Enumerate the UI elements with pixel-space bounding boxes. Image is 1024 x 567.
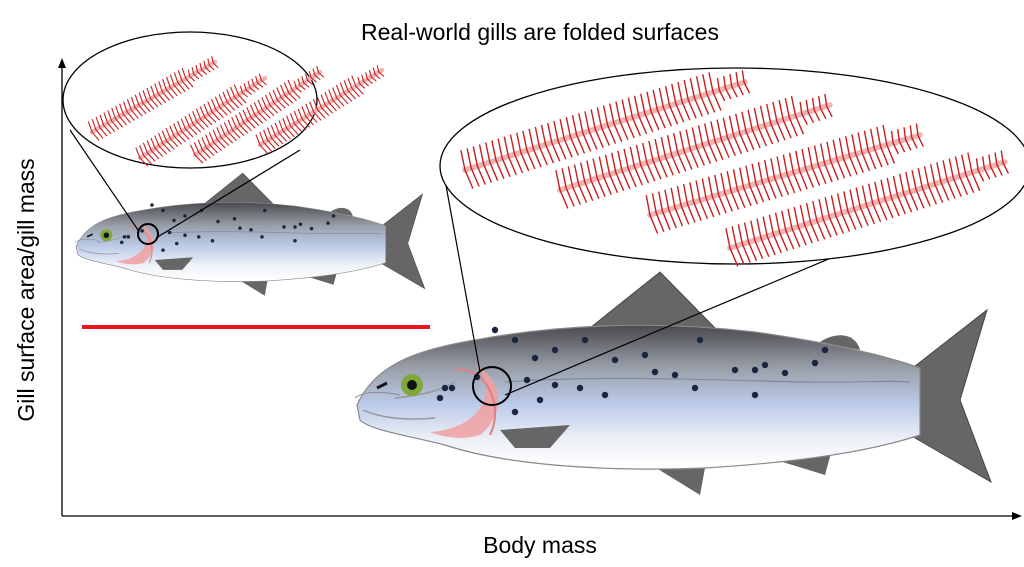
filament-core — [192, 69, 323, 158]
lamellae — [645, 123, 924, 234]
y-axis-arrow — [58, 58, 66, 68]
filament-core — [89, 59, 218, 135]
lamellae — [87, 56, 219, 141]
x-axis-arrow — [1012, 512, 1022, 520]
filament-core — [557, 102, 833, 193]
small-zoom-callout — [62, 31, 385, 245]
filament-core — [462, 79, 748, 173]
small-gill-filaments — [87, 56, 385, 167]
large-gill-ellipse — [439, 67, 1024, 265]
lamellae — [555, 93, 833, 209]
large-gill-filaments — [460, 70, 1010, 267]
lamellae — [135, 73, 267, 167]
large-zoom-callout — [439, 67, 1024, 406]
lamellae — [190, 66, 325, 164]
y-axis-label: Gill surface area/gill mass — [13, 158, 39, 421]
large-fish — [353, 270, 993, 497]
diagram-title: Real-world gills are folded surfaces — [361, 19, 719, 45]
small-gill-ellipse — [62, 31, 318, 169]
lamellae — [725, 150, 1010, 267]
x-axis-label: Body mass — [483, 532, 597, 558]
filament-core — [137, 75, 268, 161]
lamellae — [460, 70, 751, 189]
small-gill-circle — [137, 223, 159, 245]
axes — [58, 58, 1022, 520]
large-gill-circle — [472, 366, 512, 406]
lamellae — [255, 65, 385, 154]
small-fish — [74, 172, 426, 297]
